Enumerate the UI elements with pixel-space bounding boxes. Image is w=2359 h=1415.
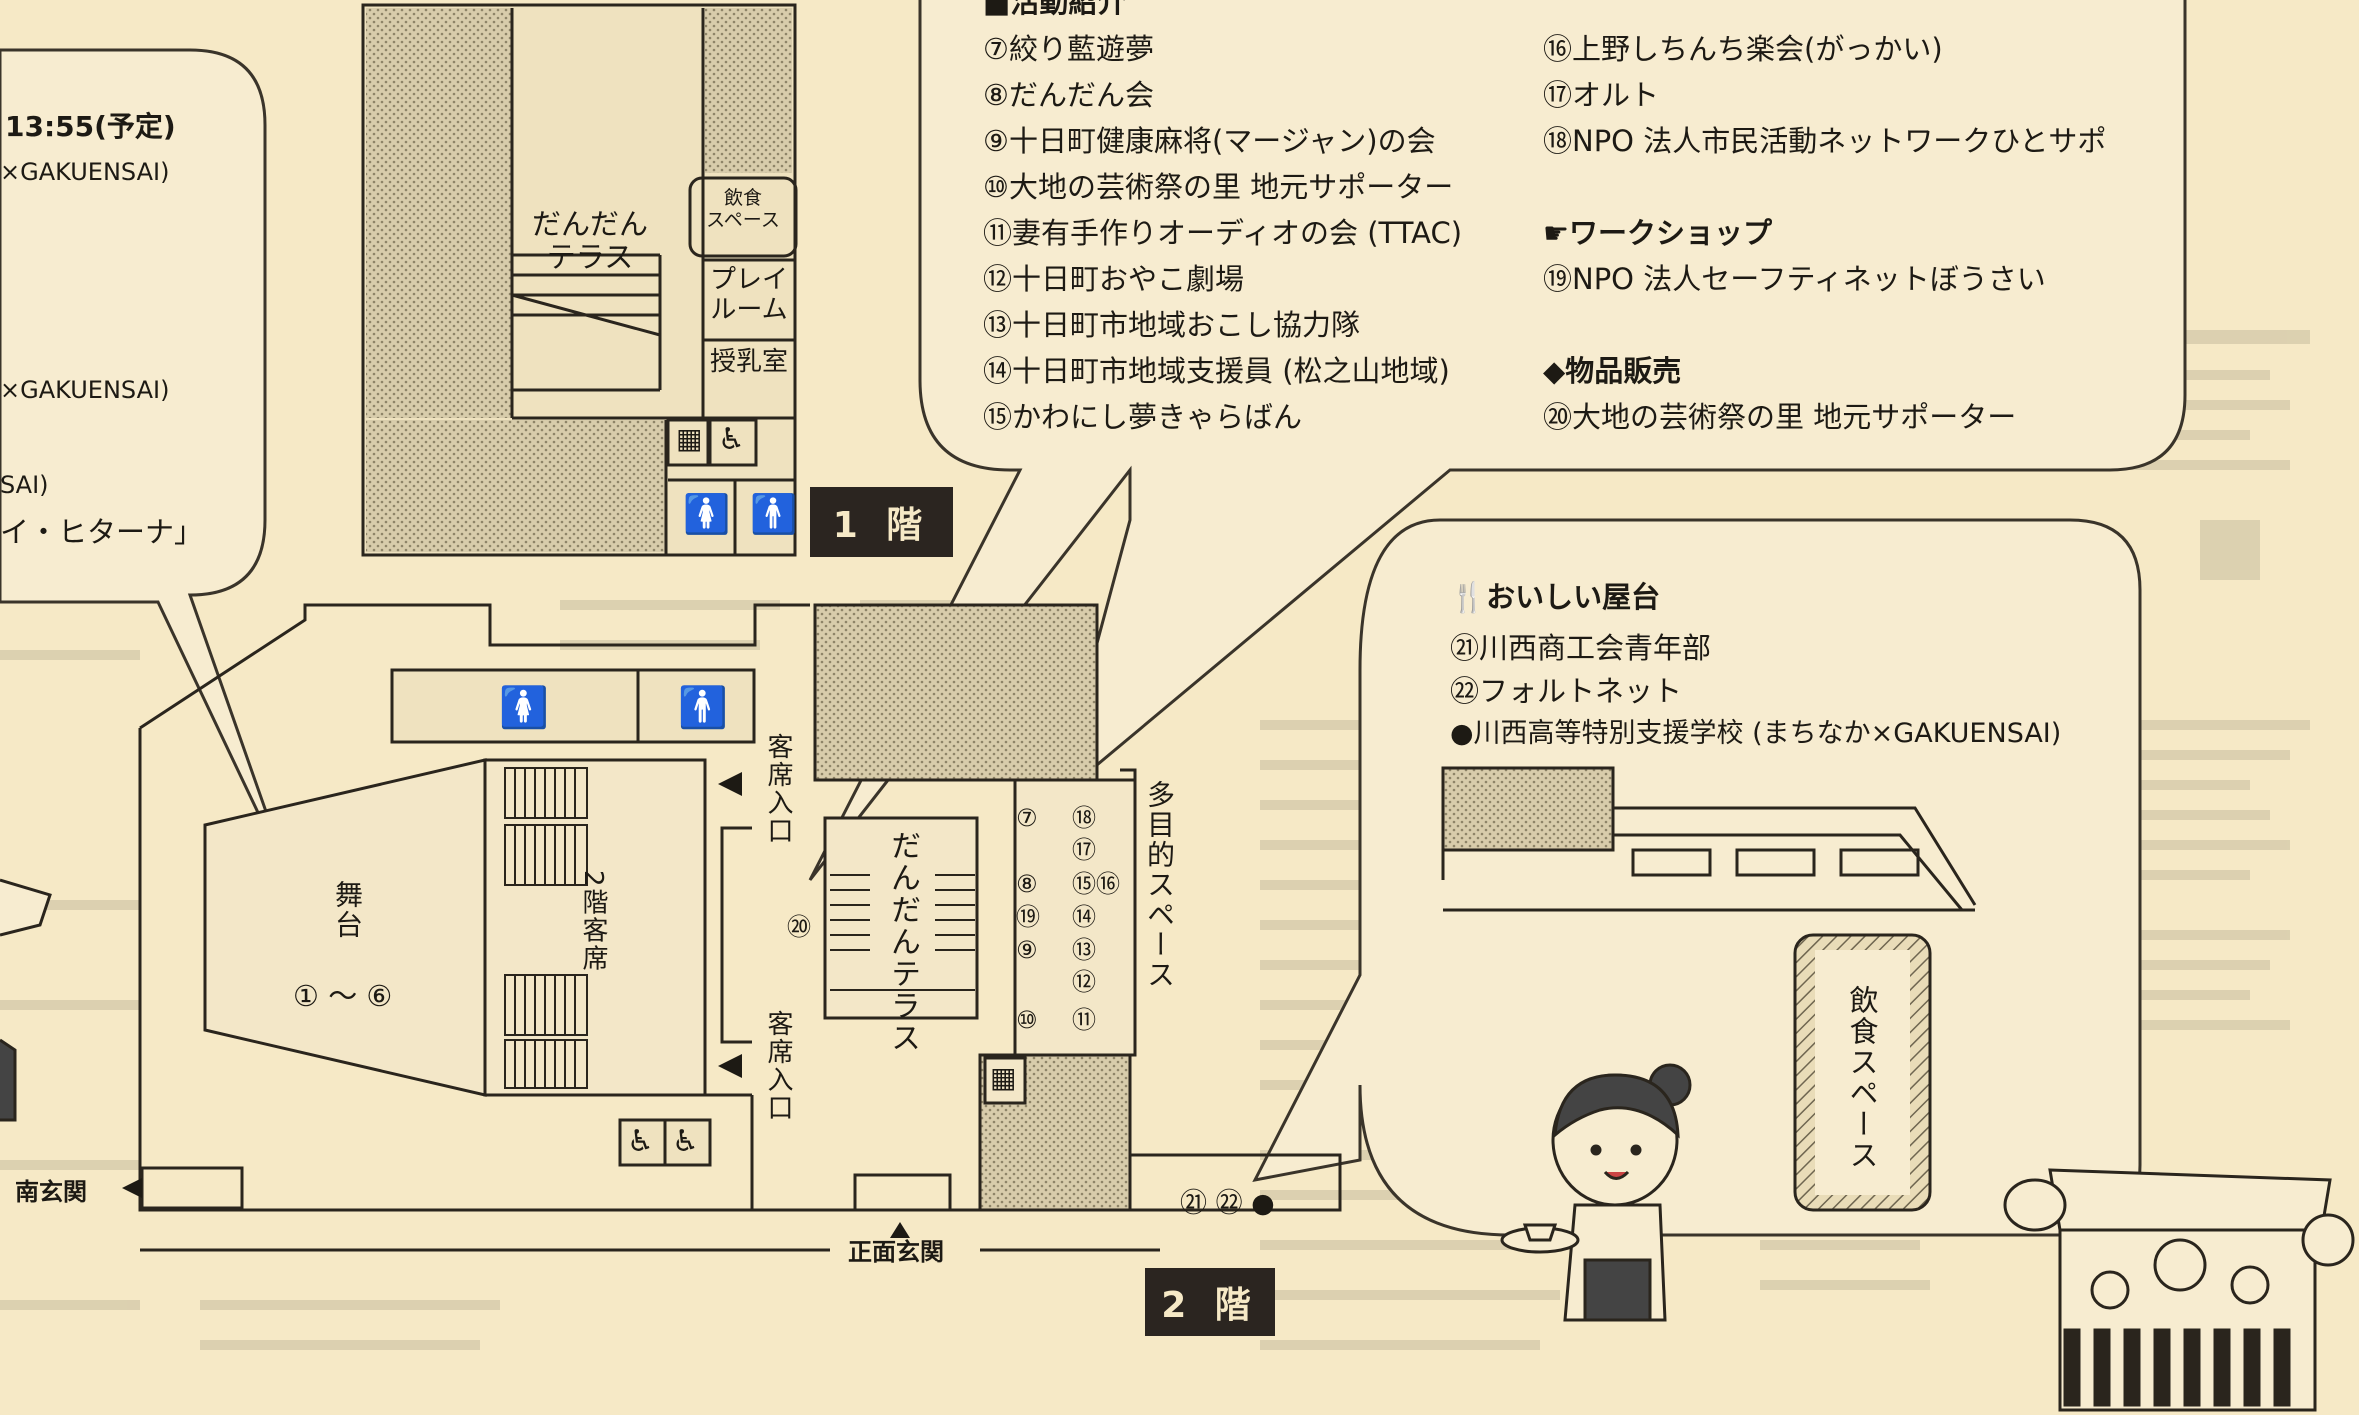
male-restroom-icon: 🚹: [678, 685, 728, 731]
floor2-arrows: [122, 772, 910, 1238]
left-bubble-line3: SAI): [0, 471, 49, 499]
booth-number: ⑦: [1016, 804, 1038, 832]
floor2-plan: [138, 603, 1342, 1252]
food-speech-bubble: [1252, 518, 2142, 1237]
list-item: ⑩大地の芸術祭の里 地元サポーター: [983, 170, 1454, 204]
top-speech-bubble: [808, 0, 2187, 881]
list-item: ⑲NPO 法人セーフティネットぼうさい: [1543, 262, 2046, 296]
list-item: ⑰オルト: [1543, 78, 1660, 112]
left-bubble-line4: イ・ヒターナ」: [0, 515, 204, 549]
floor1-playroom-label: プレイルーム: [709, 265, 788, 325]
list-item: ㉑川西商工会青年部: [1450, 631, 1712, 665]
main-entrance-label: 正面玄関: [848, 1238, 944, 1266]
elevator-icon: ▦: [990, 1061, 1017, 1094]
wheelchair-icon: ♿: [672, 1124, 699, 1159]
list-item: ⑫十日町おやこ劇場: [983, 262, 1245, 296]
list-item: ⑦絞り藍遊夢: [983, 32, 1154, 66]
waitress-illustration: [1500, 1063, 1692, 1322]
list-item: ⑨十日町健康麻将(マージャン)の会: [983, 124, 1436, 158]
left-figure: [0, 878, 52, 1122]
booth-number: ⑲: [1016, 903, 1040, 931]
booth-20: ⑳: [787, 913, 811, 941]
list-item: ⑱NPO 法人市民活動ネットワークひとサポ: [1543, 124, 2107, 158]
bottom-booths: ㉑ ㉒ ●: [1180, 1188, 1275, 1219]
fork-knife-icon: 🍴: [1450, 580, 1487, 614]
list-item: ●川西高等特別支援学校 (まちなか×GAKUENSAI): [1450, 718, 2062, 749]
list-item: ⑬十日町市地域おこし協力隊: [983, 308, 1361, 342]
floor1-label: 1 階: [810, 487, 953, 557]
wheelchair-icon: ♿: [627, 1124, 654, 1159]
entrance-bottom-label: 客席入口: [763, 1010, 793, 1122]
pointing-hand-icon: ☛: [1543, 216, 1569, 250]
food-eating-space-label: 飲食スペース: [1845, 985, 1879, 1171]
female-restroom-icon: 🚺: [499, 685, 549, 731]
workshop-header: ☛ワークショップ: [1543, 216, 1773, 250]
food-header: 🍴おいしい屋台: [1450, 580, 1661, 614]
floor2-terrace-label: だんだんテラス: [885, 830, 920, 1054]
seats-label: 2階客席: [578, 870, 608, 973]
left-bubble-line2: ×GAKUENSAI): [0, 376, 170, 404]
booth-number: ⑫: [1072, 968, 1096, 996]
activities-header: ■活動紹介: [983, 0, 1127, 19]
left-speech-bubble: [0, 48, 292, 881]
list-item: ⑯上野しちんち楽会(がっかい): [1543, 32, 1943, 66]
booth-number: ⑪: [1072, 1006, 1096, 1034]
list-item: ⑧だんだん会: [983, 78, 1154, 112]
entrance-top-label: 客席入口: [763, 733, 793, 845]
left-bubble-time: 13:55(予定): [5, 110, 176, 143]
booth-number: ⑱: [1072, 804, 1096, 832]
booth-number: ⑭: [1072, 903, 1096, 931]
stall-illustration: [2003, 1168, 2355, 1412]
floor2-label: 2 階: [1145, 1268, 1275, 1336]
stage-label: 舞台: [331, 880, 364, 940]
booth-number: ⑧: [1016, 870, 1038, 898]
booth-number: ⑮⑯: [1072, 870, 1120, 898]
floor1-plan: [361, 3, 798, 557]
list-item: ㉒フォルトネット: [1450, 674, 1683, 708]
floor1-eating-label: 飲食スペース: [706, 187, 780, 231]
female-restroom-icon: 🚺: [683, 492, 731, 536]
stage-range: ① ～ ⑥: [293, 979, 393, 1013]
list-item: ⑭十日町市地域支援員 (松之山地域): [983, 354, 1450, 388]
list-item: ⑪妻有手作りオーディオの会 (TTAC): [983, 216, 1463, 250]
booth-number: ⑨: [1016, 936, 1038, 964]
floor1-nursing-label: 授乳室: [709, 347, 788, 377]
booth-number: ⑰: [1072, 836, 1096, 864]
elevator-icon: ▦: [676, 422, 703, 455]
left-bubble-line1: ×GAKUENSAI): [0, 158, 170, 186]
booth-number: ⑬: [1072, 936, 1096, 964]
multipurpose-label: 多目的スペース: [1143, 780, 1176, 990]
list-item: ⑮かわにし夢きゃらばん: [983, 400, 1303, 434]
sales-header: ◆物品販売: [1543, 354, 1682, 388]
food-plan: [1441, 766, 1977, 1212]
list-item: ⑳大地の芸術祭の里 地元サポーター: [1543, 400, 2017, 434]
floor1-terrace-label: だんだんテラス: [531, 207, 648, 275]
south-entrance-label: 南玄関: [15, 1178, 87, 1206]
booth-number: ⑩: [1016, 1006, 1038, 1034]
wheelchair-icon: ♿: [718, 422, 745, 457]
male-restroom-icon: 🚹: [750, 492, 798, 536]
